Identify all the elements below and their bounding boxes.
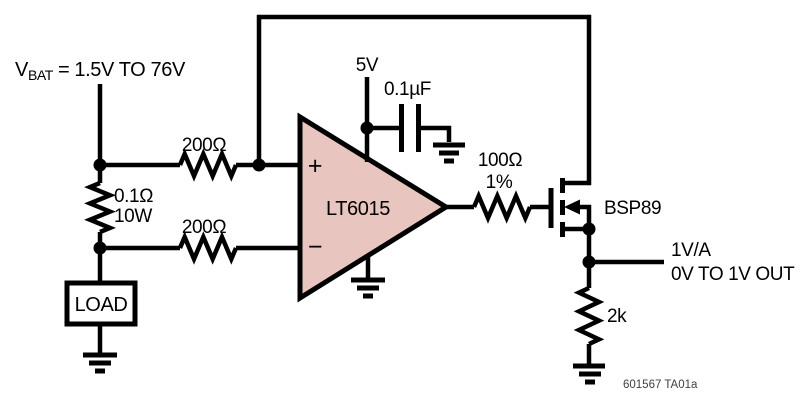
resistor-zigzag	[177, 231, 239, 265]
resistor-zigzag	[84, 180, 116, 235]
junction-dot	[93, 241, 107, 255]
ground-symbol	[351, 277, 385, 299]
junction-dot	[93, 158, 107, 172]
resistor-value: 200Ω	[182, 217, 227, 238]
mosfet-part-label: BSP89	[604, 198, 661, 219]
mosfet-bsp89: BSP89	[548, 178, 662, 237]
shunt-resistor: 0.1Ω 10W	[84, 165, 154, 248]
battery-input: VBAT= 1.5V TO 76V	[15, 59, 186, 165]
load-box	[64, 280, 138, 327]
junction-dot	[252, 158, 266, 172]
shunt-power: 10W	[114, 206, 152, 227]
ground-symbol	[83, 352, 117, 374]
vbat-label: VBAT= 1.5V TO 76V	[15, 59, 186, 83]
output-gain-label: 1V/A	[671, 240, 711, 261]
opamp-minus-sign: −	[308, 233, 322, 261]
mosfet-body-arrow	[564, 199, 580, 215]
gate-resistor: 100Ω 1%	[446, 150, 549, 224]
cap-wire	[367, 125, 452, 142]
supply-bypass: 5V 0.1µF	[356, 55, 465, 164]
resistor-zigzag	[177, 148, 239, 182]
opamp-lt6015: + − LT6015	[297, 112, 451, 303]
shunt-value: 0.1Ω	[114, 186, 153, 207]
mosfet-body-wire	[578, 204, 592, 229]
resistor-value: 2k	[607, 306, 627, 327]
resistor-tolerance: 1%	[486, 172, 513, 193]
figure-id: 601567 TA01a	[623, 379, 698, 391]
resistor-value: 100Ω	[478, 150, 523, 171]
output-node: 1V/A 0V TO 1V OUT	[582, 229, 796, 285]
resistor-zigzag	[471, 190, 533, 224]
ground-symbol	[433, 142, 465, 164]
load-label: LOAD	[75, 294, 128, 316]
cap-value: 0.1µF	[384, 79, 431, 100]
opamp-triangle	[297, 112, 451, 303]
opamp-part-label: LT6015	[326, 198, 390, 220]
load-branch: LOAD	[64, 248, 138, 374]
opamp-plus-sign: +	[308, 152, 322, 180]
pulldown-resistor: 2k	[573, 262, 628, 385]
supply-rail-label: 5V	[356, 55, 379, 76]
wire	[586, 229, 664, 265]
output-range-label: 0V TO 1V OUT	[671, 264, 795, 285]
feedback-wire	[256, 14, 592, 186]
resistor-zigzag	[573, 285, 605, 347]
input-resistor-top: 200Ω	[100, 135, 300, 182]
ground-symbol	[573, 363, 605, 385]
input-resistor-bottom: 200Ω	[100, 217, 300, 265]
resistor-value: 200Ω	[182, 135, 227, 156]
